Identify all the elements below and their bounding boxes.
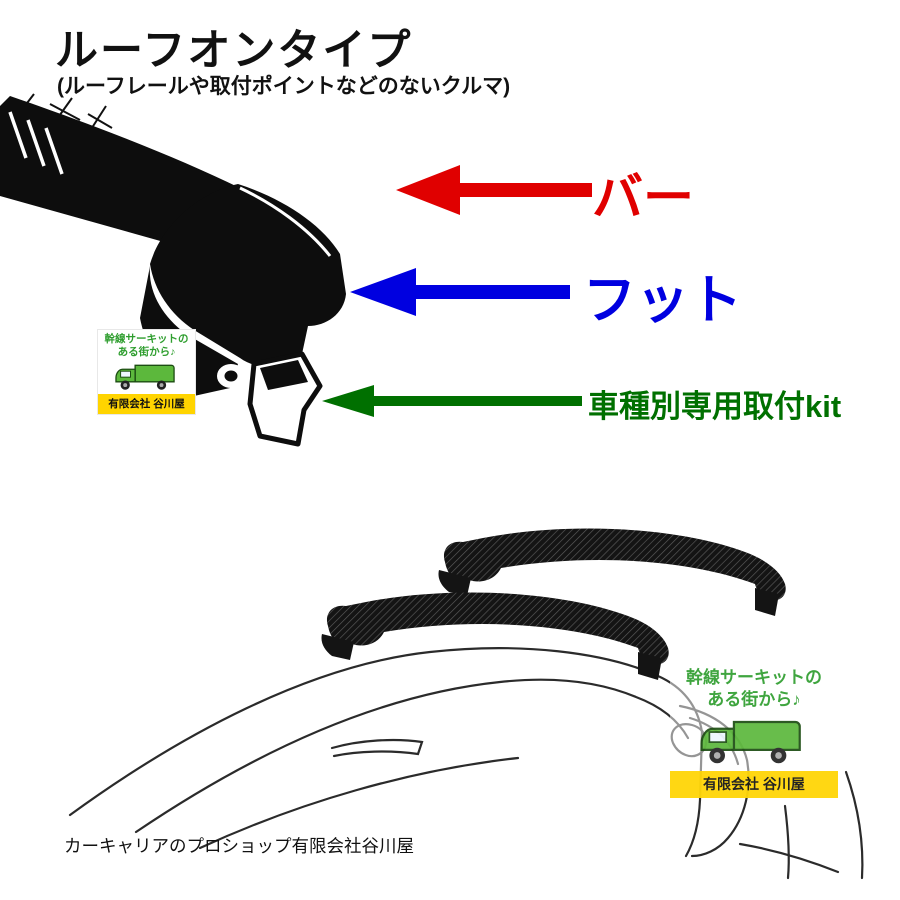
watermark-text-line1: 幹線サーキットの	[686, 668, 822, 687]
truck-cargo	[133, 364, 175, 383]
watermark-text-line1: 幹線サーキットの	[104, 333, 189, 345]
bar-cut-hatch	[8, 111, 64, 175]
watermark-text-line2: ある街から♪	[117, 346, 176, 359]
truck-window	[119, 370, 131, 378]
foot-shape	[150, 184, 346, 367]
truck-window	[708, 731, 727, 744]
foot-arrow	[350, 268, 570, 316]
kit-arrow-shape	[322, 385, 582, 417]
bar-label: バー	[592, 169, 695, 226]
truck-icon	[114, 364, 175, 390]
truck-hub-front	[713, 752, 721, 760]
foot-arrow-shape	[350, 268, 570, 316]
foot-label: フット	[583, 271, 742, 330]
shop-watermark-badge-small: 幹線サーキットの ある街から♪ 有限会社 谷川屋	[98, 330, 195, 415]
truck-hub-front	[122, 383, 127, 388]
footer-caption: カーキャリアのプロショップ有限会社谷川屋	[64, 836, 414, 856]
roof-foot-illustration	[0, 93, 346, 447]
page-subtitle: (ルーフレールや取付ポイントなどのないクルマ)	[57, 75, 511, 98]
kit-bracket-detail	[260, 360, 308, 390]
watermark-text-line2: ある街から♪	[707, 690, 801, 710]
bar-arrow	[396, 165, 592, 215]
truck-cargo	[732, 721, 801, 752]
truck-hub-rear	[159, 383, 163, 388]
shop-watermark-badge-large: 幹線サーキットの ある街から♪ 有限会社 谷川屋	[670, 662, 838, 799]
watermark-company: 有限会社 谷川屋	[98, 394, 195, 415]
crossbar-front	[321, 592, 669, 680]
truck-icon	[700, 721, 801, 764]
watermark-company: 有限会社 谷川屋	[670, 771, 838, 799]
truck-hub-rear	[775, 752, 782, 760]
kit-label: 車種別専用取付kit	[588, 389, 842, 424]
kit-arrow	[322, 385, 582, 417]
page-title: ルーフオンタイプ	[55, 27, 413, 75]
foot-grommet-center	[224, 370, 238, 382]
foot-highlight	[239, 186, 332, 257]
bar-arrow-shape	[396, 165, 592, 215]
